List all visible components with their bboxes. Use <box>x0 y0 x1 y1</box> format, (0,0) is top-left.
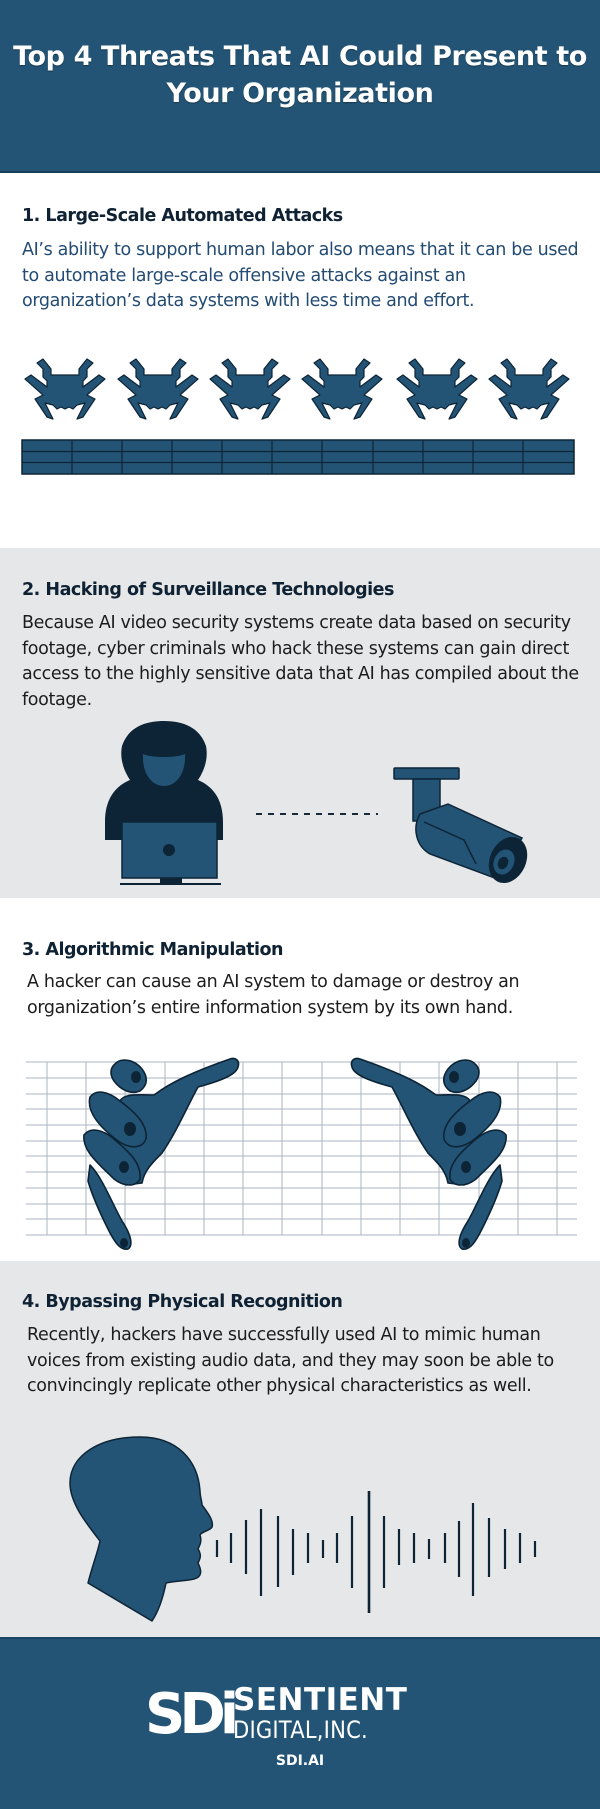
section-surveillance-hacking: 2. Hacking of Surveillance Technologies … <box>0 548 600 898</box>
bug-icon <box>488 358 570 420</box>
left-hand-icon <box>83 1057 240 1251</box>
bug-icon <box>117 358 199 420</box>
section-physical-recognition: 4. Bypassing Physical Recognition Recent… <box>0 1261 600 1637</box>
section-body: Recently, hackers have successfully used… <box>27 1325 554 1396</box>
website-link[interactable]: SDI.AI <box>275 1753 325 1769</box>
dashed-connection-line <box>256 813 378 815</box>
bug-icon <box>301 358 383 420</box>
head-profile-icon <box>69 1436 214 1622</box>
hacker-icon <box>105 721 223 885</box>
data-grid-bar <box>21 439 575 475</box>
bug-icon <box>24 358 106 420</box>
page-title: Top 4 Threats That AI Could Present to Y… <box>13 41 587 109</box>
bug-icon <box>396 358 478 420</box>
security-camera-icon <box>393 767 528 884</box>
sound-wave-icon <box>215 1491 537 1613</box>
section-title: 3. Algorithmic Manipulation <box>22 940 283 960</box>
footer: SDi SENTIENT DIGITAL,INC. SDI.AI <box>0 1637 600 1809</box>
company-subtitle: DIGITAL,INC. <box>233 1716 368 1744</box>
sdi-logo-mark: SDi <box>145 1682 239 1747</box>
section-body: AI’s ability to support human labor also… <box>22 240 579 311</box>
bug-icon <box>209 358 291 420</box>
section-algorithmic-manipulation: 3. Algorithmic Manipulation A hacker can… <box>0 898 600 1261</box>
section-body: Because AI video security systems create… <box>22 613 579 710</box>
section-body: A hacker can cause an AI system to damag… <box>27 972 520 1018</box>
right-hand-icon <box>350 1057 507 1251</box>
header-banner: Top 4 Threats That AI Could Present to Y… <box>0 0 600 173</box>
section-title: 1. Large-Scale Automated Attacks <box>22 206 343 226</box>
section-title: 2. Hacking of Surveillance Technologies <box>22 580 394 600</box>
company-name: SENTIENT <box>233 1682 408 1718</box>
section-title: 4. Bypassing Physical Recognition <box>22 1292 343 1312</box>
section-large-scale-attacks: 1. Large-Scale Automated Attacks AI’s ab… <box>0 173 600 548</box>
